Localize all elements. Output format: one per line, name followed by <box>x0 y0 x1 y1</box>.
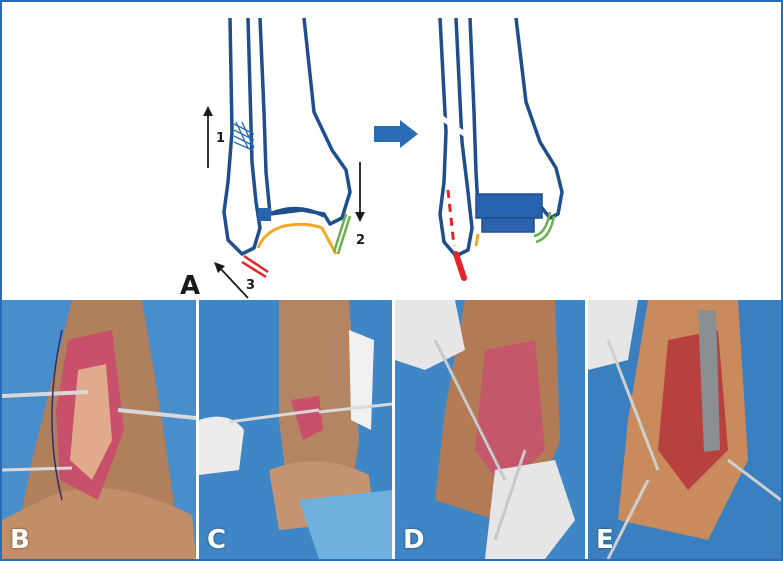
left-ligament-orange <box>256 222 338 255</box>
left-ligament-green <box>332 213 352 255</box>
panel-a-label: A <box>180 271 200 300</box>
syndesmosis-block <box>258 208 271 221</box>
arrow-1-label: 1 <box>216 131 225 146</box>
left-fibula-outline <box>222 17 262 256</box>
transition-arrow <box>374 120 418 148</box>
arrow-3-label: 3 <box>246 278 255 293</box>
photo-c-label: C <box>207 525 227 555</box>
right-ligament-orange <box>474 233 480 247</box>
arrow-2-label: 2 <box>356 233 365 248</box>
arrow-2 <box>355 162 365 222</box>
photo-e-label: E <box>596 525 614 555</box>
photo-b-label: B <box>10 525 30 555</box>
arrow-1 <box>203 106 213 168</box>
photo-panel-c: C <box>199 300 392 559</box>
photo-panel-d: D <box>395 300 585 559</box>
plate-block-lower <box>481 217 535 233</box>
photo-panel-e: E <box>588 300 781 559</box>
divider-1 <box>196 300 199 559</box>
right-tibia-outline <box>468 17 564 220</box>
left-ankle-schematic: 1 2 3 A <box>180 17 365 300</box>
divider-2 <box>392 300 395 559</box>
photo-panel-b: B <box>2 300 196 559</box>
left-tibia-plafond <box>269 206 325 218</box>
right-ligament-red <box>453 251 467 281</box>
right-ligament-green <box>533 211 556 244</box>
fibula-fracture-hatch <box>233 121 255 151</box>
arrow-3 <box>214 262 249 299</box>
left-tibia-outline <box>258 17 352 226</box>
divider-3 <box>585 300 588 559</box>
schematic-diagram: 1 2 3 A <box>180 17 564 300</box>
plate-block-upper <box>475 193 543 219</box>
fibula-dashed-line <box>446 189 456 247</box>
left-ligament-red <box>241 254 269 279</box>
right-ankle-schematic <box>438 17 564 281</box>
fibula-osteotomy-gap <box>440 115 472 141</box>
photo-d-label: D <box>403 525 425 555</box>
